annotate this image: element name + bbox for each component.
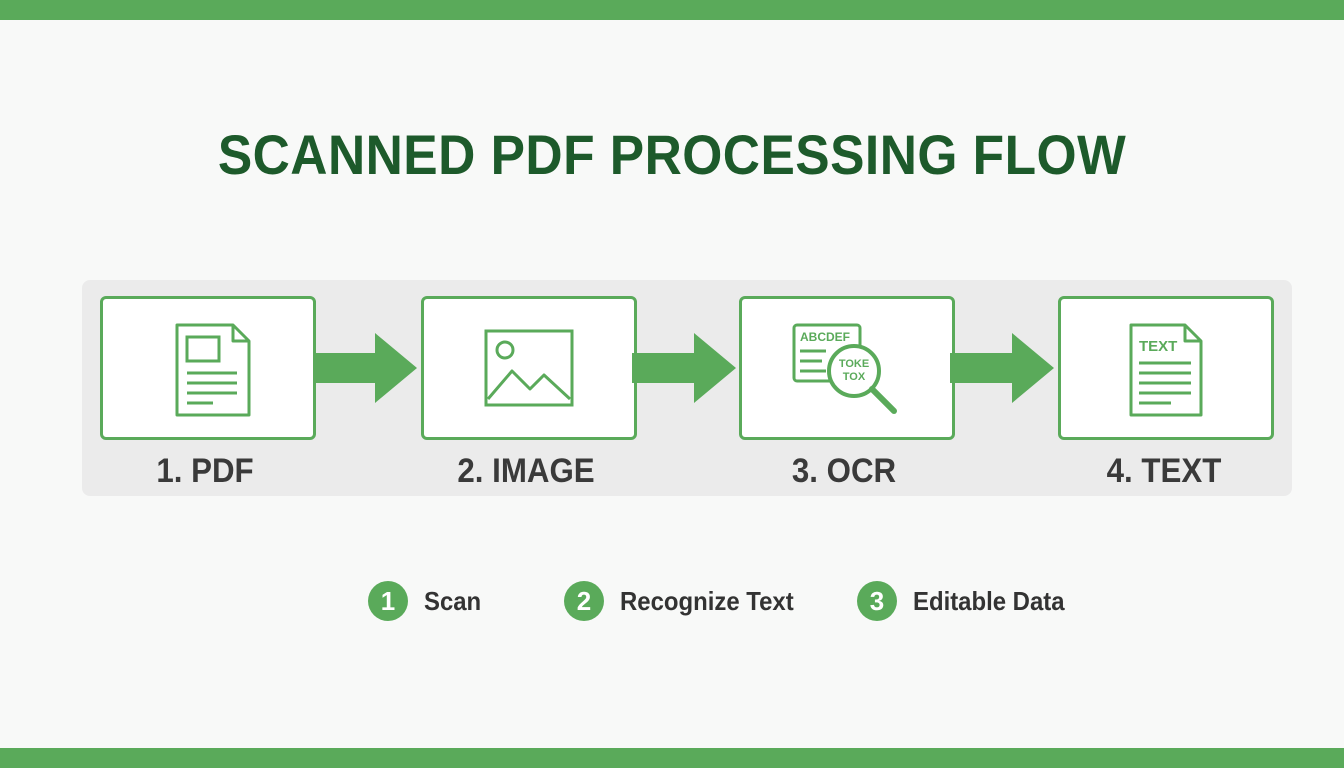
ocr-sample-text: ABCDEF [800, 330, 850, 344]
diagram-title: SCANNED PDF PROCESSING FLOW [217, 123, 1127, 186]
arrow-right-icon [313, 333, 417, 403]
text-icon-label: TEXT [1139, 338, 1177, 355]
top-accent-bar [0, 0, 1344, 20]
legend-label: Scan [424, 585, 482, 616]
arrow-right-icon [632, 333, 736, 403]
step-pdf-box [100, 296, 316, 440]
legend-number-badge: 3 [857, 581, 897, 621]
legend-label: Editable Data [913, 585, 1065, 616]
legend-label: Recognize Text [620, 585, 794, 616]
ocr-lens-text-bottom: TOX [843, 371, 866, 383]
legend-item-scan: 1 Scan [368, 581, 486, 621]
text-document-icon: TEXT [1129, 323, 1203, 417]
step-image-box [421, 296, 637, 440]
arrow-right-icon [950, 333, 1054, 403]
document-icon [175, 323, 251, 417]
step-label-image: 2. IMAGE [457, 452, 595, 490]
step-label-pdf: 1. PDF [156, 452, 254, 490]
legend-number-badge: 2 [564, 581, 604, 621]
step-label-ocr: 3. OCR [791, 452, 897, 490]
legend-item-recognize: 2 Recognize Text [564, 581, 809, 621]
legend-item-editable: 3 Editable Data [857, 581, 1078, 621]
ocr-lens-text-top: TOKE [839, 358, 869, 370]
legend-number-badge: 1 [368, 581, 408, 621]
step-label-text: 4. TEXT [1106, 452, 1222, 490]
ocr-magnifier-icon: ABCDEF TOKE TOX [792, 323, 897, 414]
step-text-box: TEXT [1058, 296, 1274, 440]
bottom-accent-bar [0, 748, 1344, 768]
step-ocr-box: ABCDEF TOKE TOX [739, 296, 955, 440]
image-icon [484, 329, 574, 407]
